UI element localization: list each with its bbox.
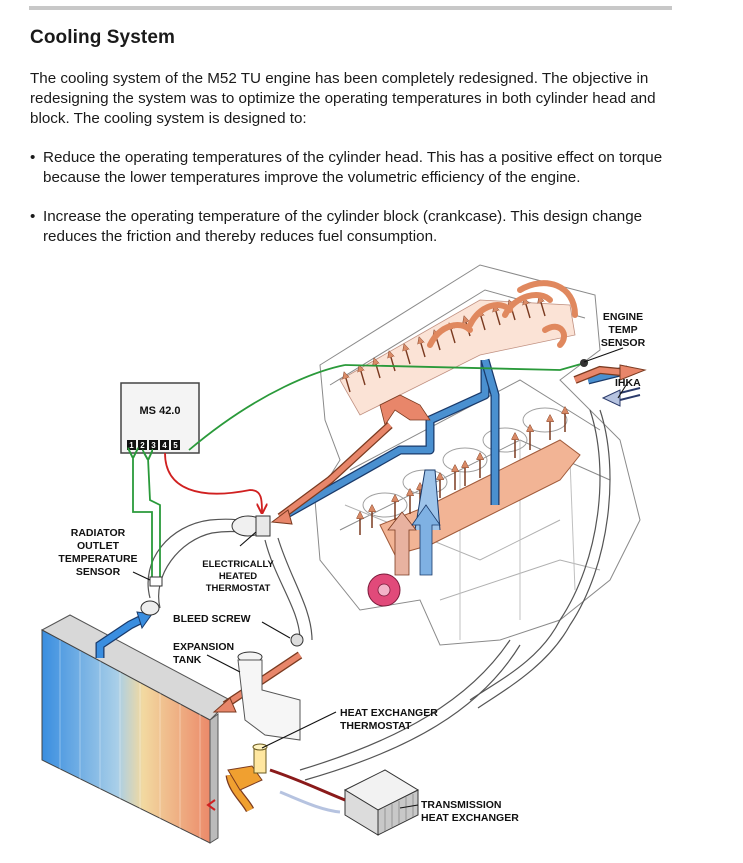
radiator-hot-inlet-fill bbox=[223, 652, 302, 708]
ecu-pin-5: 5 bbox=[173, 441, 178, 450]
bullet-item-2: • Increase the operating temperature of … bbox=[30, 207, 675, 247]
signal-wires bbox=[133, 361, 589, 578]
label-engine-temp-sensor-3: SENSOR bbox=[601, 337, 646, 349]
hot-outlet-fill bbox=[573, 367, 621, 383]
thermostat-heater-wire bbox=[164, 452, 262, 512]
ecu-pin-5-box bbox=[171, 440, 180, 450]
callout-lines bbox=[132, 347, 629, 809]
exchanger-hot-line bbox=[269, 768, 346, 802]
diagram-labels: ENGINE TEMP SENSOR IHKA RADIATOR OUTLET … bbox=[58, 311, 645, 824]
ecu-ms42: MS 42.0 1 2 3 4 5 bbox=[120, 382, 200, 454]
head-hot-return bbox=[379, 394, 431, 426]
section-heading: Cooling System bbox=[30, 27, 175, 48]
label-expansion-tank-1: EXPANSION bbox=[173, 641, 234, 653]
bullet-dot: • bbox=[30, 208, 36, 225]
label-radiator-sensor-3: TEMPERATURE bbox=[58, 553, 137, 565]
label-engine-temp-sensor-2: TEMP bbox=[608, 324, 637, 336]
ecu-label: MS 42.0 bbox=[140, 405, 181, 417]
radiator-side-tank bbox=[209, 713, 219, 844]
label-hx-thermostat-1: HEAT EXCHANGER bbox=[340, 707, 438, 719]
expansion-tank bbox=[237, 651, 301, 741]
hot-line-arrowhead bbox=[270, 509, 293, 525]
cooling-system-diagram: MS 42.0 1 2 3 4 5 bbox=[40, 264, 647, 844]
radiator-sensor-wire-2 bbox=[148, 458, 161, 578]
ihka-arrow bbox=[601, 389, 621, 407]
radiator-sensor-wire-1 bbox=[133, 456, 153, 578]
radiator-hot-arrowhead bbox=[212, 697, 237, 713]
ecu-pin-4-box bbox=[160, 440, 169, 450]
ecu-pin-3-box bbox=[149, 440, 158, 450]
cold-pipe-down-fill bbox=[481, 359, 499, 505]
radiator-outlet-sensor bbox=[149, 576, 163, 587]
label-bleed-screw: BLEED SCREW bbox=[173, 613, 251, 625]
bullet-text: Reduce the operating temperatures of the… bbox=[43, 149, 663, 186]
head-hot-flow bbox=[427, 280, 578, 348]
ecu-pin-3: 3 bbox=[151, 441, 156, 450]
ecu-pin-2: 2 bbox=[140, 441, 145, 450]
ecu-pin-1-box bbox=[127, 440, 136, 450]
engine-temp-signal-wire-2 bbox=[344, 361, 589, 371]
engine-temp-signal-wire bbox=[188, 364, 346, 451]
bullet-dot: • bbox=[30, 149, 36, 166]
label-transmission-hx-1: TRANSMISSION bbox=[421, 799, 502, 811]
block-hot-column bbox=[387, 511, 417, 576]
radiator bbox=[40, 614, 231, 844]
heat-exchanger-thermostat bbox=[206, 743, 268, 813]
cold-pipe-fill bbox=[283, 360, 489, 518]
block-cold-column bbox=[411, 504, 441, 576]
exchanger-cold-line bbox=[279, 790, 341, 814]
label-thermostat-2: HEATED bbox=[219, 571, 257, 582]
hot-line-fill bbox=[278, 422, 392, 520]
label-engine-temp-sensor-1: ENGINE bbox=[603, 311, 643, 323]
bullet-item-1: • Reduce the operating temperatures of t… bbox=[30, 148, 675, 188]
ecu-pin-1: 1 bbox=[129, 441, 134, 450]
engine-temp-sensor bbox=[580, 359, 588, 367]
hose-clamp bbox=[140, 600, 160, 616]
water-pump bbox=[367, 573, 401, 607]
hot-outlet-arrowhead bbox=[619, 364, 647, 381]
intro-paragraph: The cooling system of the M52 TU engine … bbox=[30, 70, 656, 127]
label-radiator-sensor-2: OUTLET bbox=[77, 540, 120, 552]
label-radiator-sensor-1: RADIATOR bbox=[71, 527, 126, 539]
label-expansion-tank-2: TANK bbox=[173, 654, 202, 666]
top-rule bbox=[29, 6, 672, 10]
ecu-pin-2-box bbox=[138, 440, 147, 450]
ecu-pin-4: 4 bbox=[162, 441, 167, 450]
electrically-heated-thermostat bbox=[231, 515, 271, 537]
bullet-text: Increase the operating temperature of th… bbox=[43, 208, 643, 245]
head-water-jacket bbox=[339, 299, 576, 416]
label-ihka: IHKA bbox=[615, 377, 641, 389]
label-hx-thermostat-2: THERMOSTAT bbox=[340, 720, 412, 732]
radiator-cold-outlet-fill bbox=[96, 617, 142, 658]
label-thermostat-1: ELECTRICALLY bbox=[202, 559, 274, 570]
transmission-heat-exchanger bbox=[343, 769, 420, 836]
label-radiator-sensor-4: SENSOR bbox=[76, 566, 121, 578]
label-transmission-hx-2: HEAT EXCHANGER bbox=[421, 812, 519, 824]
bleed-screw bbox=[290, 633, 304, 647]
label-thermostat-3: THERMOSTAT bbox=[206, 583, 271, 594]
